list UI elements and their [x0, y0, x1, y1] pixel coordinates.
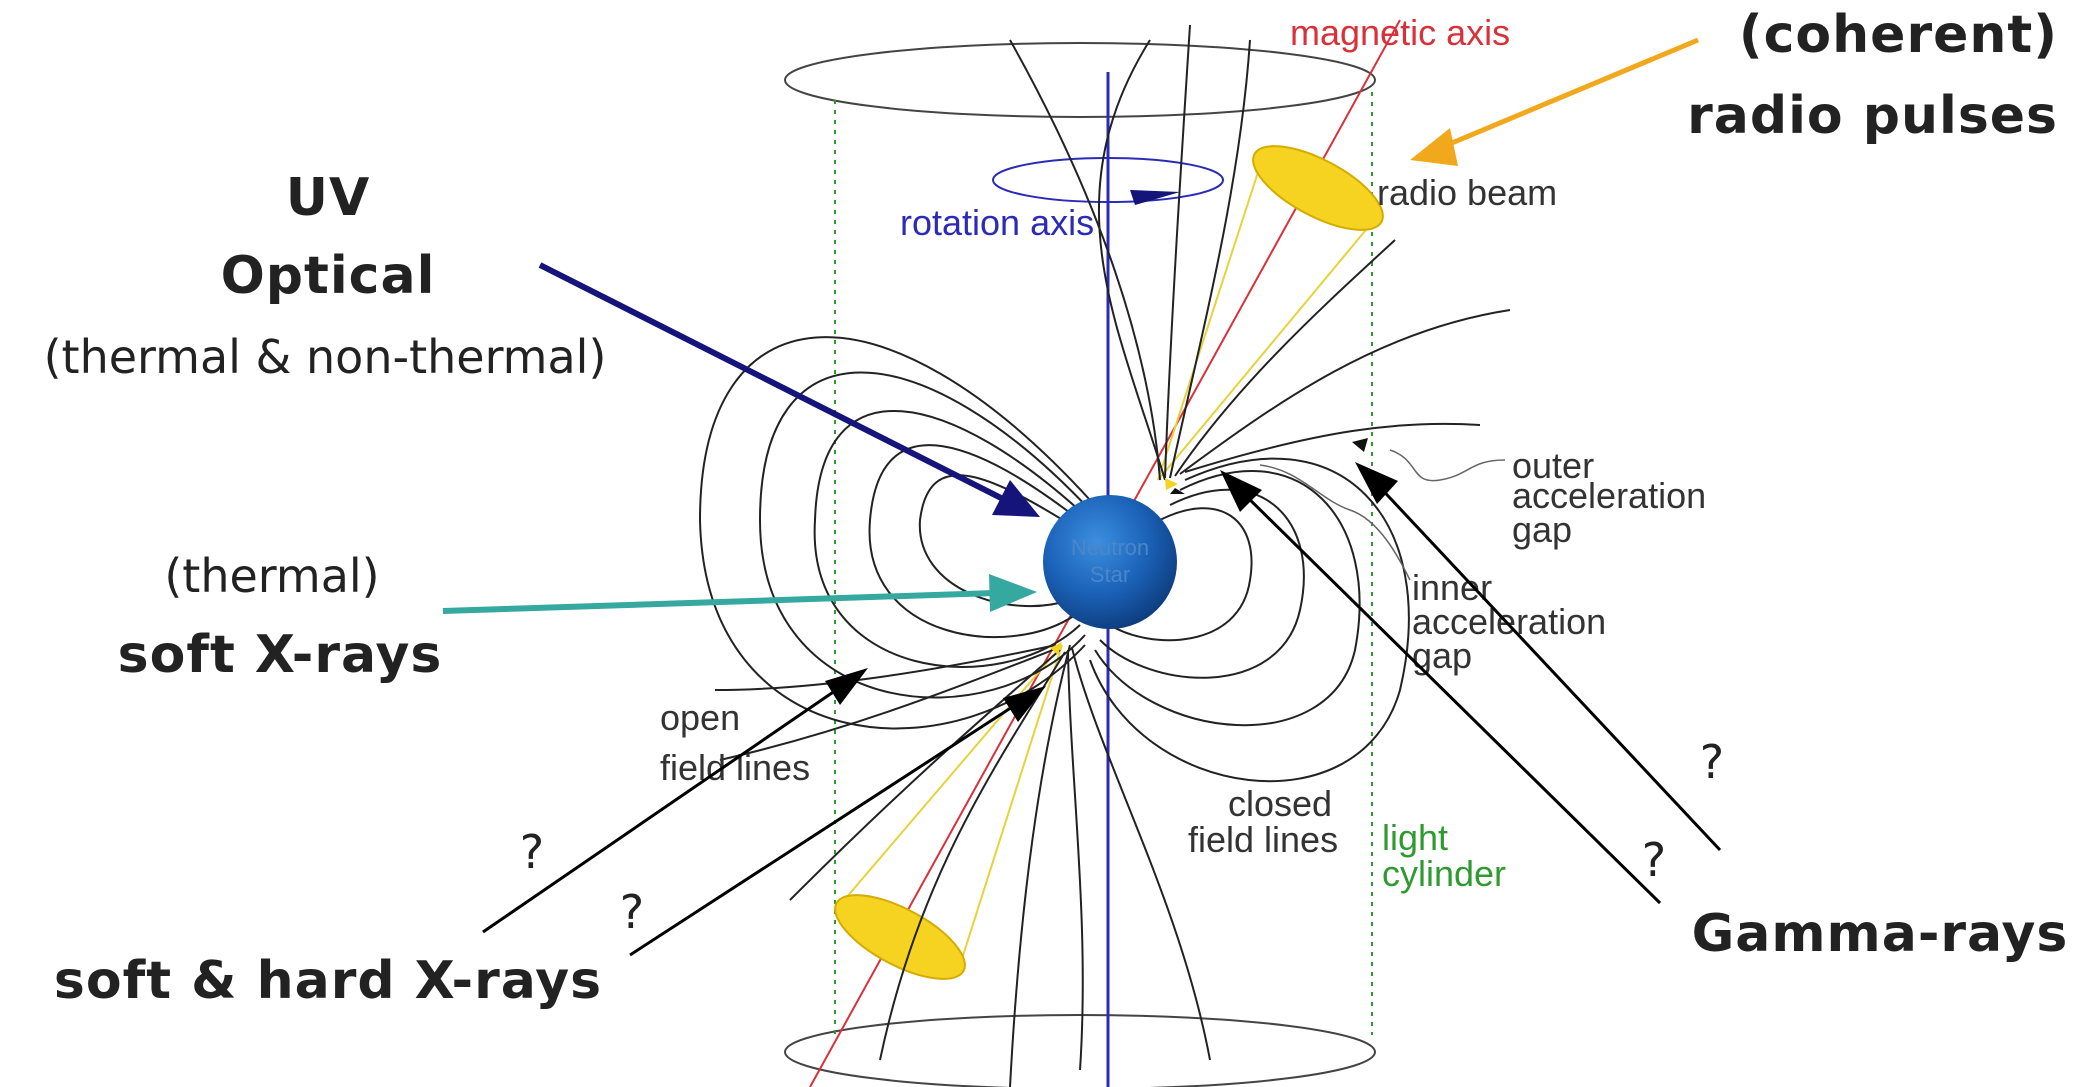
outer-gap-label-2: acceleration	[1512, 475, 1706, 516]
optical-label: Optical	[221, 246, 436, 306]
radio-annotation-line1: (coherent)	[1739, 5, 2058, 65]
xray-arrow-1	[482, 668, 868, 934]
radio-beam-cone-bottom	[834, 644, 1063, 980]
inner-gap-marker-icon	[1170, 488, 1185, 494]
closed-field-lines-label-1: closed	[1228, 783, 1332, 824]
uv-label: UV	[286, 168, 370, 228]
rotation-direction-icon	[1130, 190, 1180, 205]
thermal-label: (thermal)	[164, 549, 379, 603]
thermal-nonthermal-label: (thermal & non-thermal)	[44, 330, 607, 384]
open-field-lines-label-1: open	[660, 697, 740, 738]
radio-arrow	[1410, 37, 1699, 166]
closed-field-lines-label-2: field lines	[1188, 819, 1338, 860]
neutron-star-label-line1: Neutron	[1071, 535, 1149, 560]
light-cylinder-label-1: light	[1382, 817, 1448, 858]
radio-annotation-line2: radio pulses	[1687, 86, 2058, 146]
light-cylinder	[784, 42, 1376, 1087]
outer-gap-label-3: gap	[1512, 509, 1572, 550]
soft-xrays-label: soft X-rays	[118, 625, 443, 685]
question-mark-gamma-2: ?	[1642, 833, 1666, 887]
xray-arrow-2	[629, 686, 1046, 957]
inner-gap-label-1: inner	[1412, 567, 1492, 608]
gap-marker-bottom-icon	[1050, 642, 1062, 655]
gamma-rays-label: Gamma-rays	[1692, 904, 2069, 964]
thermal-soft-xray-arrow	[442, 574, 1037, 614]
gamma-arrow-2	[1355, 462, 1722, 852]
magnetic-axis-label: magnetic axis	[1290, 12, 1510, 53]
question-mark-xray-2: ?	[620, 885, 644, 939]
light-cylinder-label-2: cylinder	[1382, 853, 1506, 894]
gap-marker-icon	[1165, 478, 1178, 490]
neutron-star-label-line2: Star	[1090, 562, 1130, 587]
rotation-axis-label: rotation axis	[900, 202, 1094, 243]
outer-gap-label-1: outer	[1512, 445, 1594, 486]
outer-gap-leader	[1389, 449, 1506, 482]
inner-gap-label-2: acceleration	[1412, 601, 1606, 642]
neutron-star: Neutron Star	[1043, 495, 1177, 629]
radio-beam-label: radio beam	[1377, 172, 1557, 213]
soft-hard-xrays-label: soft & hard X-rays	[54, 951, 602, 1011]
gamma-arrow-1	[1220, 470, 1662, 905]
radio-beam-cone-top	[1157, 145, 1384, 481]
open-field-lines-label-2: field lines	[660, 747, 810, 788]
inner-gap-leader	[1259, 464, 1411, 581]
question-mark-gamma-1: ?	[1700, 735, 1724, 789]
outer-gap-marker-icon	[1352, 438, 1368, 452]
question-mark-xray-1: ?	[520, 825, 544, 879]
uv-optical-arrow	[538, 262, 1040, 517]
